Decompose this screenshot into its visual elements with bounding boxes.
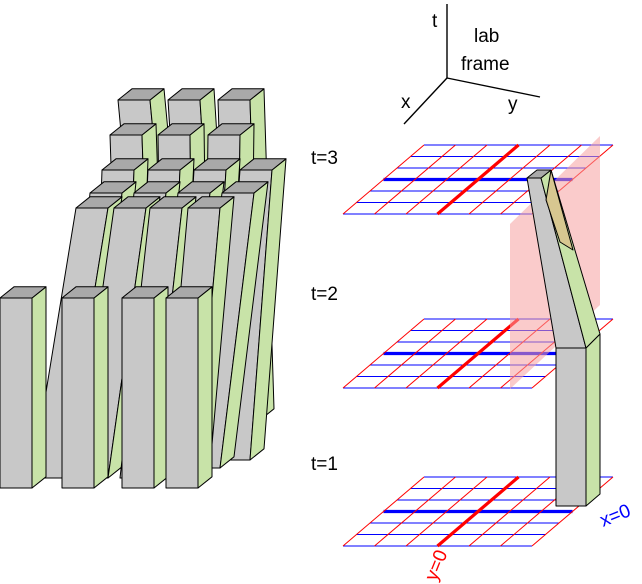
time-label-t1: t=1 <box>311 454 338 475</box>
time-label-t3: t=3 <box>311 148 338 169</box>
grid-line <box>374 144 456 215</box>
spacetime-column-bundle-icon <box>0 88 287 489</box>
column <box>165 286 213 489</box>
grid-line <box>374 476 456 547</box>
grid-line <box>468 144 551 215</box>
grid-line <box>342 318 425 389</box>
column <box>121 286 169 489</box>
x-zero-label: x=0 <box>597 500 634 531</box>
x-axis-label: x <box>401 92 411 113</box>
y-zero-label: y=0 <box>421 547 452 584</box>
grid-line <box>374 318 456 389</box>
y-zero-line <box>436 475 520 548</box>
grid-line <box>468 476 551 547</box>
t-axis-label: t <box>432 11 438 32</box>
grid-line <box>405 318 488 389</box>
grid-line <box>405 144 488 215</box>
grid-line <box>342 476 425 547</box>
grid-line <box>405 476 488 547</box>
grid-line <box>342 144 425 215</box>
y-axis-label: y <box>508 94 518 115</box>
worldtube-icon <box>526 169 601 507</box>
grid-slice-1 <box>342 475 614 548</box>
y-zero-line <box>436 143 520 216</box>
frame-title-line2: frame <box>461 54 510 75</box>
y-zero-line <box>436 317 520 390</box>
frame-title-line1: lab <box>474 26 499 47</box>
column <box>61 286 109 489</box>
column <box>0 286 47 489</box>
time-label-t2: t=2 <box>311 284 338 305</box>
lab-frame-axes: t x y lab frame <box>401 4 541 125</box>
